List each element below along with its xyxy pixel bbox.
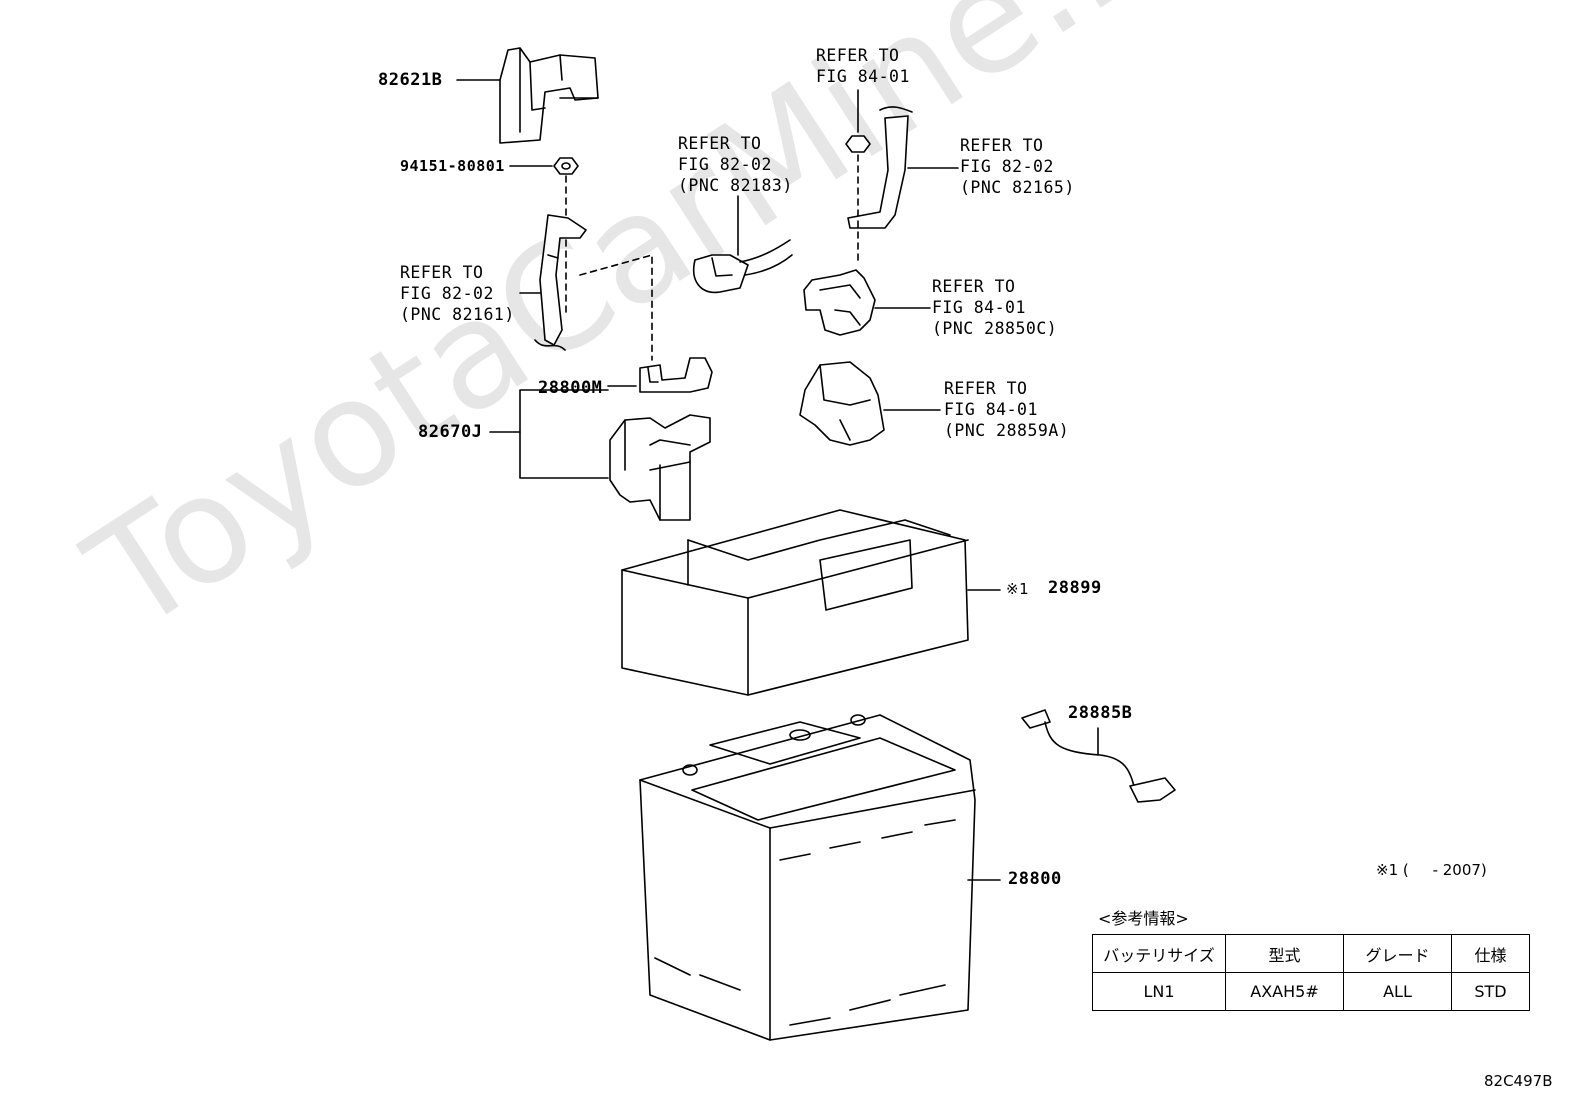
- header-battery-size: バッテリサイズ: [1092, 934, 1226, 973]
- info-title: <参考情報>: [1098, 909, 1189, 928]
- ref-82165: REFER TO FIG 82-02 (PNC 82165): [960, 136, 1075, 197]
- part-82183-connector: [693, 239, 793, 294]
- table-row: LN1 AXAH5# ALL STD: [1092, 972, 1530, 1011]
- cell-battery-size: LN1: [1092, 972, 1226, 1011]
- part-82621b-cover: [499, 47, 599, 144]
- header-grade: グレード: [1343, 934, 1452, 973]
- label-82670j: 82670J: [418, 422, 483, 442]
- label-28899: 28899: [1048, 578, 1102, 598]
- part-84-01-cable: [847, 106, 913, 229]
- part-82161-cable: [534, 214, 587, 351]
- ref-84-01-top: REFER TO FIG 84-01: [816, 46, 910, 86]
- footnote: ※1 ( - 2007): [1376, 861, 1487, 879]
- table-header-row: バッテリサイズ 型式 グレード 仕様: [1092, 934, 1530, 973]
- cell-model: AXAH5#: [1225, 972, 1344, 1011]
- label-82621b: 82621B: [378, 70, 443, 90]
- battery-info-table: バッテリサイズ 型式 グレード 仕様 LN1 AXAH5# ALL STD: [1092, 934, 1530, 1011]
- ref-82161: REFER TO FIG 82-02 (PNC 82161): [400, 263, 515, 324]
- label-94151-80801: 94151-80801: [400, 157, 505, 175]
- ref-28859a: REFER TO FIG 84-01 (PNC 28859A): [944, 379, 1070, 440]
- header-model: 型式: [1225, 934, 1344, 973]
- part-28800-battery: [639, 714, 976, 1041]
- part-28885b-cable: [1021, 709, 1176, 803]
- part-82670j-cover: [609, 414, 711, 521]
- part-28850c-sensor: [803, 269, 876, 336]
- label-28885b: 28885B: [1068, 703, 1133, 723]
- part-28800m-clamp: [639, 357, 713, 393]
- header-spec: 仕様: [1451, 934, 1530, 973]
- cell-grade: ALL: [1343, 972, 1452, 1011]
- part-84-01-nut: [845, 135, 871, 153]
- diagram-code: 82C497B: [1484, 1072, 1553, 1090]
- label-28800m: 28800M: [538, 378, 603, 398]
- ref-82183: REFER TO FIG 82-02 (PNC 82183): [678, 134, 793, 195]
- label-28800: 28800: [1008, 869, 1062, 889]
- part-94151-nut: [553, 157, 579, 175]
- part-28859a-bracket: [799, 361, 885, 446]
- ref-28850c: REFER TO FIG 84-01 (PNC 28850C): [932, 277, 1058, 338]
- cell-spec: STD: [1451, 972, 1530, 1011]
- label-28899-mark: ※1: [1006, 580, 1030, 598]
- part-28899-insulator: [621, 509, 969, 696]
